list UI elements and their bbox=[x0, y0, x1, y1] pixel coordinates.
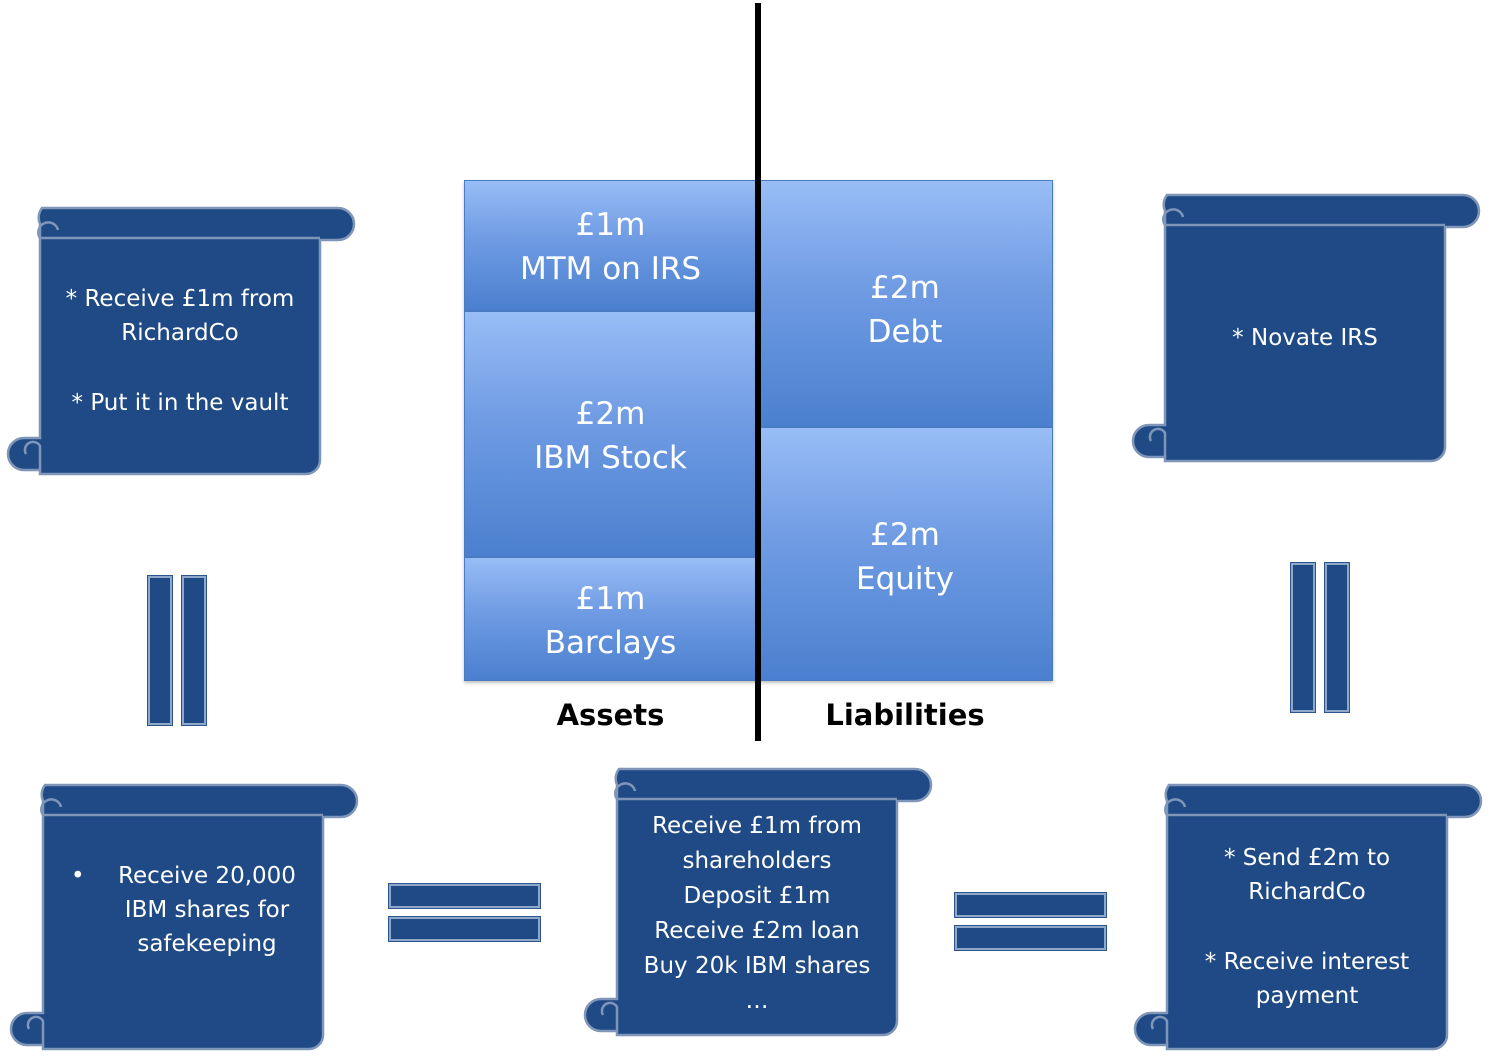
liability-block-debt: £2m Debt bbox=[757, 180, 1053, 427]
vertical-equals-right-bar-1 bbox=[1290, 562, 1316, 713]
scroll-shape-icon bbox=[583, 767, 933, 1037]
vertical-equals-left-bar-2 bbox=[181, 575, 207, 726]
equals-right-bar-2 bbox=[954, 925, 1107, 951]
scroll-text-line: Receive £2m loan bbox=[654, 918, 860, 944]
bullet-icon: • bbox=[71, 863, 85, 889]
asset-label: IBM Stock bbox=[534, 440, 687, 476]
asset-label: MTM on IRS bbox=[519, 251, 702, 287]
scroll-text-line: RichardCo bbox=[1248, 879, 1366, 905]
vertical-equals-right-bar-2 bbox=[1324, 562, 1350, 713]
scroll-text-line: * Send £2m to bbox=[1223, 845, 1391, 871]
liabilities-label: Liabilities bbox=[825, 698, 985, 732]
balance-sheet-divider bbox=[755, 3, 761, 741]
scroll-text-line: shareholders bbox=[682, 848, 832, 874]
scroll-text-line: safekeeping bbox=[137, 931, 277, 957]
scroll-text-line: * Put it in the vault bbox=[71, 390, 289, 416]
liability-amount: £2m bbox=[870, 270, 940, 306]
asset-amount: £2m bbox=[575, 396, 646, 432]
equals-left-bar-2 bbox=[388, 916, 541, 942]
scroll-text-line: RichardCo bbox=[121, 320, 239, 346]
scroll-shape-icon bbox=[1131, 193, 1481, 463]
scroll-text-line: … bbox=[745, 988, 769, 1014]
scroll-text-line: Receive £1m from bbox=[652, 813, 862, 839]
asset-label: Barclays bbox=[544, 625, 677, 661]
scroll-bottom-right: * Send £2m to RichardCo * Receive intere… bbox=[1133, 783, 1483, 1051]
liability-amount: £2m bbox=[870, 517, 940, 553]
vertical-equals-left-bar-1 bbox=[147, 575, 173, 726]
scroll-text-line: Deposit £1m bbox=[683, 883, 831, 909]
scroll-text-line: Receive 20,000 bbox=[118, 863, 296, 889]
liability-label: Equity bbox=[855, 561, 955, 597]
scroll-shape-icon bbox=[6, 206, 356, 476]
assets-label: Assets bbox=[556, 698, 665, 732]
scroll-top-left: * Receive £1m from RichardCo * Put it in… bbox=[6, 206, 356, 476]
asset-block-barclays: £1m Barclays bbox=[464, 557, 757, 681]
scroll-text-line: * Novate IRS bbox=[1232, 325, 1378, 351]
asset-block-ibm-stock: £2m IBM Stock bbox=[464, 311, 757, 557]
scroll-text-line: IBM shares for bbox=[124, 897, 290, 923]
scroll-bottom-center: Receive £1m from shareholders Deposit £1… bbox=[583, 767, 933, 1037]
liability-label: Debt bbox=[867, 314, 943, 350]
scroll-top-right: * Novate IRS bbox=[1131, 193, 1481, 463]
scroll-shape-icon bbox=[1133, 783, 1483, 1051]
scroll-text-line: Buy 20k IBM shares bbox=[643, 953, 871, 979]
scroll-bottom-left: • Receive 20,000 IBM shares for safekeep… bbox=[9, 783, 359, 1051]
asset-amount: £1m bbox=[575, 581, 646, 617]
scroll-text-line: payment bbox=[1255, 983, 1359, 1009]
asset-amount: £1m bbox=[575, 207, 646, 243]
scroll-shape-icon bbox=[9, 783, 359, 1051]
scroll-text-line: * Receive £1m from bbox=[65, 286, 295, 312]
asset-block-mtm-irs: £1m MTM on IRS bbox=[464, 180, 757, 311]
equals-right-bar-1 bbox=[954, 892, 1107, 918]
equals-left-bar-1 bbox=[388, 883, 541, 909]
scroll-text-line: * Receive interest bbox=[1204, 949, 1410, 975]
liability-block-equity: £2m Equity bbox=[757, 427, 1053, 681]
